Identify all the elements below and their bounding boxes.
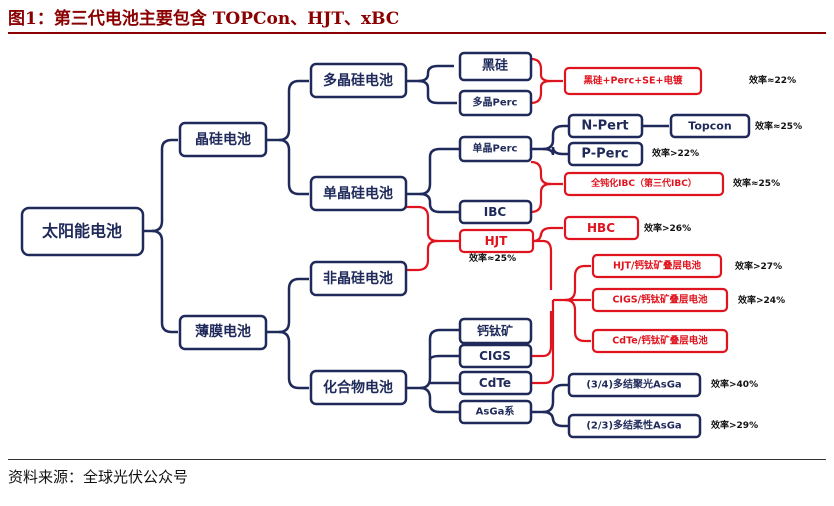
source-note: 资料来源：全球光伏公众号	[8, 468, 189, 486]
cdte-perovskite-node-label: CdTe/钙钛矿叠层电池	[612, 335, 708, 347]
p-perc-node-label: P-Perc	[581, 147, 628, 162]
hbc-node-box	[563, 215, 640, 241]
p-perc-node-box	[567, 141, 644, 167]
efficiency-hjt: 效率≈25%	[469, 252, 516, 264]
multi-perc-node-label: 多晶Perc	[473, 96, 518, 109]
asga-34-node-box	[567, 372, 702, 398]
n-pert-node-label: N-Pert	[581, 119, 628, 134]
efficiency-asga-23: 效率>29%	[711, 419, 758, 431]
efficiency-p-perc: 效率>22%	[652, 147, 699, 159]
compound-node-box	[309, 369, 408, 406]
hjt-perovskite-node-box	[591, 253, 723, 279]
asga-node-label: AsGa系	[476, 405, 515, 418]
black-si-node-box	[458, 51, 533, 82]
black-si-node-label: 黑硅	[482, 58, 508, 74]
multi-si-node-label: 多晶硅电池	[323, 72, 393, 89]
crystalline-node-box	[178, 121, 268, 158]
title-rule	[8, 32, 826, 34]
ibc-node-label: IBC	[484, 205, 507, 219]
mono-perc-node-box	[458, 135, 533, 163]
asga-23-node-label: (2/3)多结柔性AsGa	[586, 419, 681, 432]
hjt-perovskite-node-label: HJT/钙钛矿叠层电池	[613, 260, 701, 272]
root-node-label: 太阳能电池	[41, 222, 122, 241]
multi-si-node-box	[309, 62, 408, 99]
cdte-node-box	[458, 370, 533, 396]
efficiency-black-si-combo: 效率≈22%	[749, 74, 796, 86]
efficiency-full-passivation-ibc: 效率≈25%	[733, 177, 780, 189]
mono-perc-node-label: 单晶Perc	[473, 142, 518, 155]
ibc-node-box	[458, 199, 533, 225]
full-passivation-ibc-node-label: 全钝化IBC（第三代IBC）	[590, 177, 697, 189]
amorphous-si-node-box	[309, 260, 408, 297]
n-pert-node-box	[567, 113, 644, 139]
asga-node-box	[458, 399, 533, 425]
cigs-perovskite-node-box	[591, 287, 729, 313]
multi-perc-node-box	[458, 89, 533, 117]
blue-connectors	[143, 64, 669, 428]
topcon-node-label: Topcon	[688, 120, 731, 133]
red-connectors	[406, 57, 591, 385]
compound-node-label: 化合物电池	[323, 379, 393, 396]
cdte-node-label: CdTe	[479, 376, 511, 390]
mono-si-node-box	[309, 175, 408, 212]
efficiency-hjt-perovskite: 效率>27%	[735, 260, 782, 272]
cigs-node-label: CIGS	[479, 349, 511, 363]
cigs-node-box	[458, 343, 533, 369]
thin-film-node-box	[178, 314, 268, 351]
efficiency-asga-34: 效率>40%	[711, 378, 758, 390]
efficiency-hbc: 效率>26%	[644, 222, 691, 234]
efficiency-topcon: 效率≈25%	[755, 120, 802, 132]
root-node-box	[20, 206, 145, 257]
mono-si-node-label: 单晶硅电池	[323, 185, 393, 202]
asga-34-node-label: (3/4)多结聚光AsGa	[586, 378, 681, 391]
cdte-perovskite-node-box	[591, 328, 729, 354]
hjt-node-label: HJT	[485, 234, 509, 248]
black-si-combo-node-label: 黑硅+Perc+SE+电镀	[584, 75, 683, 87]
figure-title: 图1：第三代电池主要包含 TOPCon、HJT、xBC	[8, 9, 400, 29]
crystalline-node-label: 晶硅电池	[195, 131, 251, 148]
amorphous-si-node-label: 非晶硅电池	[323, 270, 393, 287]
thin-film-node-label: 薄膜电池	[195, 323, 251, 340]
hbc-node-label: HBC	[587, 221, 615, 235]
black-si-combo-node-box	[563, 66, 703, 96]
topcon-node-box	[669, 113, 751, 139]
perovskite-node-box	[458, 317, 533, 345]
cigs-perovskite-node-label: CIGS/钙钛矿叠层电池	[612, 294, 708, 306]
hjt-node-box	[458, 228, 535, 254]
full-passivation-ibc-node-box	[563, 171, 725, 197]
asga-23-node-box	[567, 413, 702, 439]
perovskite-node-label: 钙钛矿	[477, 323, 513, 338]
source-rule	[8, 459, 826, 460]
efficiency-cigs-perovskite: 效率>24%	[738, 294, 785, 306]
